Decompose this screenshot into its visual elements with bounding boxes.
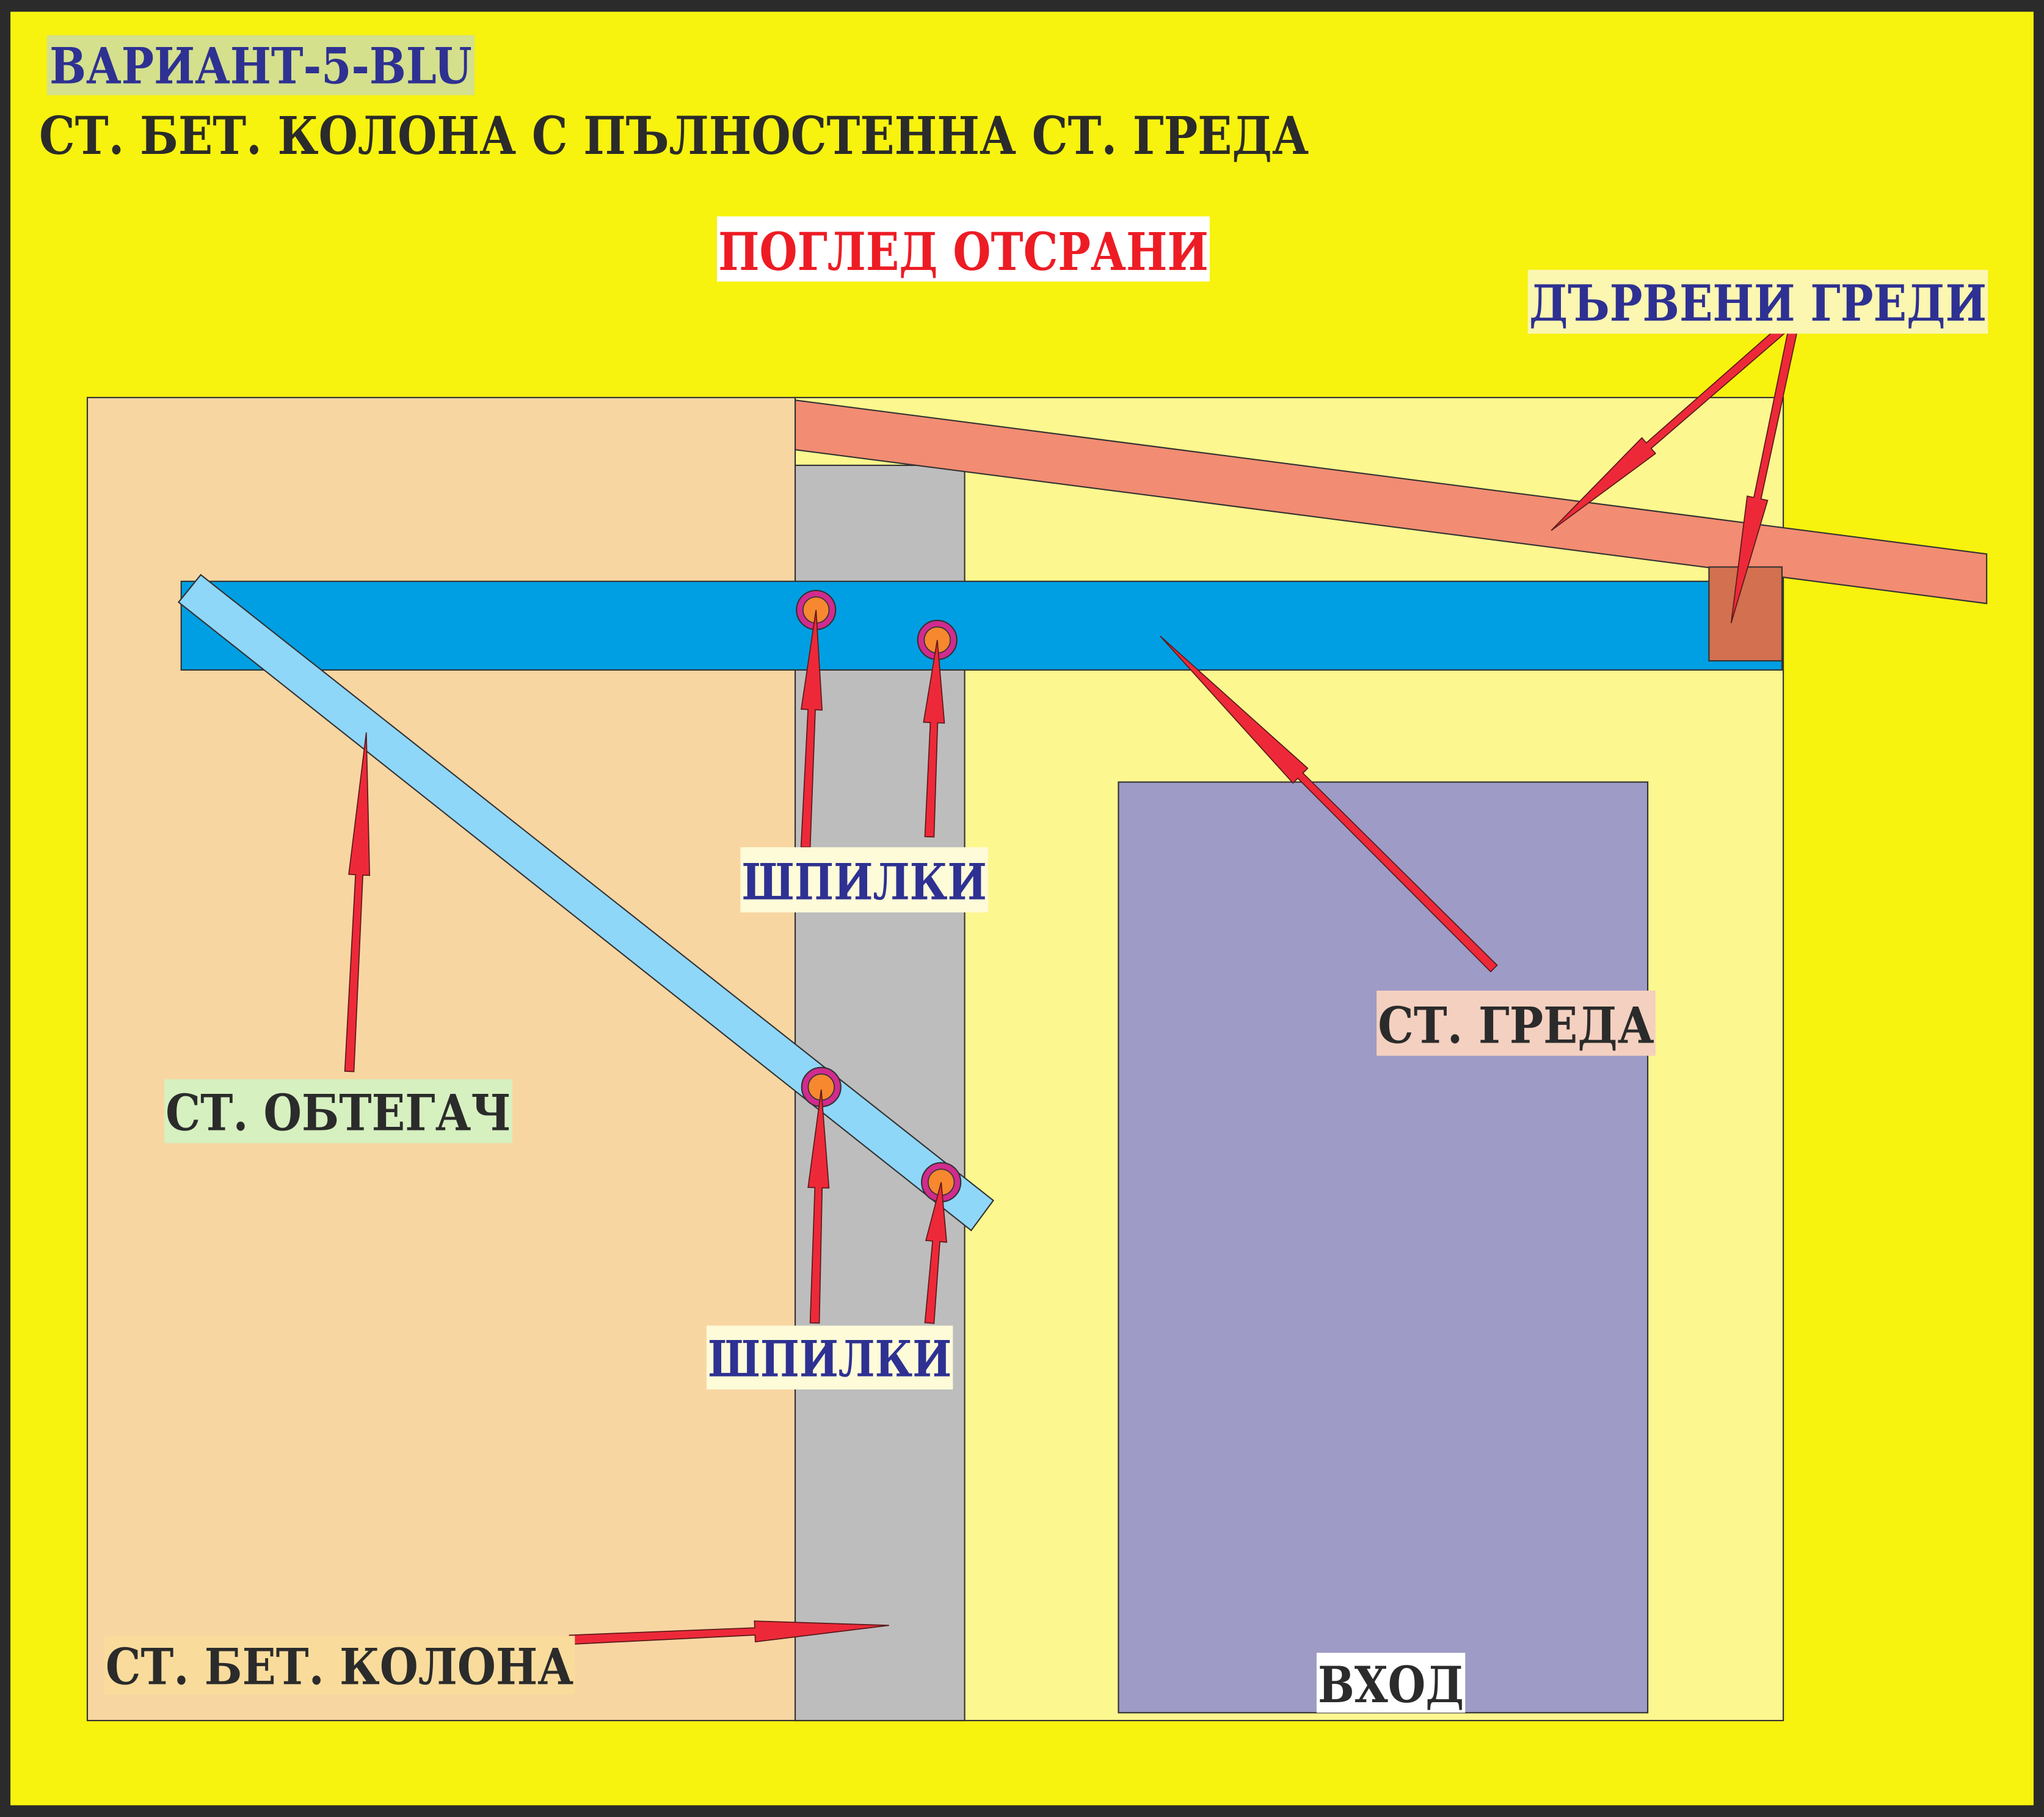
column-label-box [104, 1636, 575, 1695]
main-title: СТ. БЕТ. КОЛОНА С ПЪЛНОСТЕННА СТ. ГРЕДА [39, 106, 1309, 167]
variant-title-box [46, 35, 475, 95]
arrow-icon [1730, 324, 1799, 624]
arrow-icon [344, 732, 371, 1072]
arrow-icon [807, 1090, 830, 1324]
arrow-icon [800, 610, 823, 848]
steel-beam-label: СТ. ГРЕДА [1378, 997, 1654, 1055]
studs-upper-label-box [740, 847, 989, 912]
arrow-icon [569, 1620, 889, 1645]
arrow-icon [1160, 635, 1498, 973]
view-title-box [717, 216, 1210, 282]
arrow-icon [924, 1182, 948, 1324]
studs-upper-label: ШПИЛКИ [742, 854, 987, 912]
wooden-beams-label: ДЪРВЕНИ ГРЕДИ [1529, 275, 1987, 333]
variant-title: ВАРИАНТ-5-BLU [49, 38, 472, 96]
door [1118, 781, 1649, 1714]
steel-brace-label-box [164, 1079, 512, 1143]
entrance-label-box [1316, 1653, 1466, 1713]
steel-beam-label-box [1377, 990, 1656, 1056]
studs-lower-label-box [706, 1325, 953, 1389]
column-label: СТ. БЕТ. КОЛОНА [106, 1638, 573, 1696]
wooden-block [1708, 566, 1783, 662]
wooden-beams-label-box [1527, 269, 1988, 334]
steel-brace [177, 574, 995, 1232]
studs-lower-label: ШПИЛКИ [708, 1331, 951, 1389]
entrance-label: ВХОД [1318, 1656, 1464, 1714]
arrow-icon [1551, 324, 1788, 531]
arrow-icon [923, 639, 945, 838]
view-title: ПОГЛЕД ОТСРАНИ [718, 222, 1209, 283]
steel-brace-label: СТ. ОБТЕГАЧ [165, 1084, 511, 1142]
steel-beam [180, 580, 1783, 671]
